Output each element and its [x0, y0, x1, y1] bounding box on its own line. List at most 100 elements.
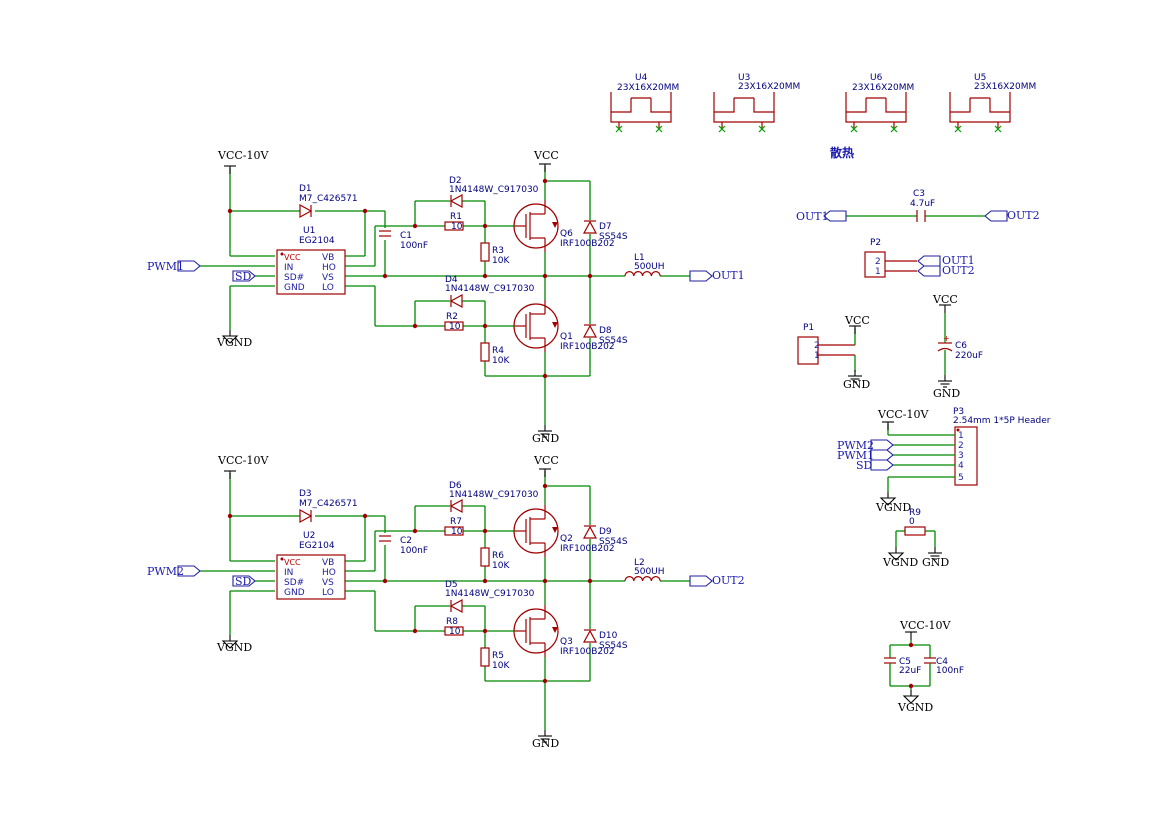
hs-diode-ref: D6	[449, 481, 462, 491]
r-hs-ref: R7	[450, 517, 462, 527]
high-side-gate-diode[interactable]: D2 1N4148W_C917030	[449, 176, 539, 209]
c3-ref: C3	[913, 189, 925, 199]
boot-capacitor[interactable]: C1 100nF	[379, 230, 428, 251]
out-net-flag[interactable]	[689, 270, 713, 282]
bulk-capacitor-c6[interactable]: VCC + GND C6 220uF	[932, 293, 983, 400]
high-side-gate-resistor[interactable]: R7 10	[444, 517, 464, 537]
output-capacitor-c3[interactable]: OUT1 OUT2 C3 4.7uF	[796, 189, 1040, 223]
low-side-schottky[interactable]: D8 SS54S	[582, 324, 628, 346]
p3-pin-4: 4	[958, 461, 964, 471]
driver-ic[interactable]: U2 EG2104 VCC IN SD# GND VB HO VS LO	[276, 531, 346, 600]
r-hs-value: 10	[451, 527, 463, 537]
ic-pin-ho: HO	[322, 568, 336, 578]
high-side-pulldown-resistor[interactable]: R3 10K	[480, 242, 510, 266]
r9-value: 0	[909, 517, 915, 527]
r-ls-value: 10	[449, 322, 461, 332]
r-ls-pd-value: 10K	[492, 661, 510, 671]
ic-pin-vcc: VCC	[284, 253, 301, 262]
high-side-mosfet[interactable]: Q2 IRF100B202	[513, 505, 615, 557]
p2-net-out2: OUT2	[942, 264, 975, 277]
r-ls-value: 10	[449, 627, 461, 637]
output-inductor[interactable]: L2 500UH	[624, 558, 665, 582]
out-net-flag[interactable]	[689, 575, 713, 587]
sd-net-label: SD	[235, 270, 252, 283]
vgnd-label: VGND	[216, 336, 252, 349]
low-side-mosfet[interactable]: Q3 IRF100B202	[513, 605, 615, 657]
heatsink-u5[interactable]: U5 23X16X20MM	[949, 73, 1036, 133]
ic-value: EG2104	[299, 236, 335, 246]
c6-ref: C6	[955, 341, 967, 351]
boot-diode[interactable]: D3 M7_C426571	[299, 489, 358, 524]
vcc-symbol	[538, 163, 552, 173]
p3-pin-3: 3	[958, 451, 964, 461]
header-p3[interactable]: P3 2.54mm 1*5P Header 1 2 3 4 5 VCC-10V …	[837, 407, 1051, 514]
driver-ic[interactable]: U1 EG2104 VCC IN SD# GND VB HO VS LO	[276, 226, 346, 295]
high-side-gate-diode[interactable]: D6 1N4148W_C917030	[449, 481, 539, 514]
gnd-label: GND	[532, 737, 559, 750]
pwm-net-label: PWM2	[147, 565, 184, 578]
decoupling-capacitors[interactable]: VCC-10V VGND C5 22uF C4 100nF	[884, 619, 964, 714]
heatsink-caption: 散热	[830, 145, 854, 160]
inductor-ref: L2	[634, 558, 645, 568]
boot-cap-value: 100nF	[400, 241, 428, 251]
r-hs-pd-ref: R3	[492, 246, 504, 256]
heatsink-u4[interactable]: U4 23X16X20MM	[610, 73, 679, 133]
d-ls-value: SS54S	[599, 336, 628, 346]
ic-pin-lo: LO	[322, 283, 334, 293]
ic-pin-sd: SD#	[284, 578, 304, 588]
q-hs-ref: Q2	[560, 534, 573, 544]
output-inductor[interactable]: L1 500UH	[624, 253, 665, 277]
ic-pin-gnd: GND	[284, 588, 305, 598]
heatsink-u6[interactable]: U6 23X16X20MM	[845, 73, 914, 133]
p3-net-pwm1: PWM1	[837, 449, 874, 462]
heatsink-u3[interactable]: U3 23X16X20MM	[713, 73, 800, 133]
supply-label: VCC-10V	[217, 454, 269, 467]
p3-net-pwm2: PWM2	[837, 439, 874, 452]
boot-cap-value: 100nF	[400, 546, 428, 556]
q-ls-value: IRF100B202	[560, 342, 615, 352]
connector-p1[interactable]: P1 2 1 VCC GND	[797, 314, 870, 391]
c3-right-net: OUT2	[1007, 209, 1040, 222]
p1-pin-1: 1	[814, 351, 820, 361]
p3-pin-1: 1	[958, 431, 964, 441]
c6-gnd-label: GND	[933, 387, 960, 400]
p1-ref: P1	[803, 323, 814, 333]
r-ls-pd-value: 10K	[492, 356, 510, 366]
p1-vcc-label: VCC	[844, 314, 870, 327]
ic-pin-vb: VB	[322, 558, 334, 568]
high-side-schottky[interactable]: D9 SS54S	[582, 525, 628, 547]
connector-p2[interactable]: P2 2 1 OUT1 OUT2	[864, 238, 975, 278]
r9-vgnd-label: VGND	[882, 556, 918, 569]
vcc-label: VCC	[533, 454, 559, 467]
heatsink-value: 23X16X20MM	[617, 83, 679, 93]
ic-pin-vs: VS	[322, 273, 334, 283]
low-side-mosfet[interactable]: Q1 IRF100B202	[513, 300, 615, 352]
low-side-gate-resistor[interactable]: R2 10	[444, 312, 464, 332]
low-side-gate-resistor[interactable]: R8 10	[444, 617, 464, 637]
c5-ref: C5	[899, 657, 911, 667]
boot-capacitor[interactable]: C2 100nF	[379, 535, 428, 556]
p3-pin-2: 2	[958, 441, 964, 451]
ic-pin-gnd: GND	[284, 283, 305, 293]
high-side-schottky[interactable]: D7 SS54S	[582, 220, 628, 242]
svg-text:+: +	[943, 334, 950, 343]
ic-pin-vs: VS	[322, 578, 334, 588]
gnd-label: GND	[532, 432, 559, 445]
low-side-pulldown-resistor[interactable]: R5 10K	[480, 647, 510, 671]
low-side-gate-diode[interactable]: D5 1N4148W_C917030	[445, 580, 535, 614]
high-side-pulldown-resistor[interactable]: R6 10K	[480, 547, 510, 571]
high-side-mosfet[interactable]: Q6 IRF100B202	[513, 200, 615, 252]
heatsink-value: 23X16X20MM	[974, 82, 1036, 92]
boot-diode-value: M7_C426571	[299, 499, 358, 509]
high-side-gate-resistor[interactable]: R1 10	[444, 212, 464, 232]
inductor-value: 500UH	[634, 567, 665, 577]
low-side-gate-diode[interactable]: D4 1N4148W_C917030	[445, 275, 535, 309]
supply-symbol	[223, 165, 237, 175]
c4-ref: C4	[936, 657, 948, 667]
low-side-schottky[interactable]: D10 SS54S	[582, 629, 628, 651]
resistor-r9[interactable]: R9 0 VGND GND	[882, 508, 949, 569]
vcc-symbol	[538, 468, 552, 478]
heatsink-ref: U6	[870, 73, 883, 83]
boot-diode[interactable]: D1 M7_C426571	[299, 184, 358, 219]
low-side-pulldown-resistor[interactable]: R4 10K	[480, 342, 510, 366]
